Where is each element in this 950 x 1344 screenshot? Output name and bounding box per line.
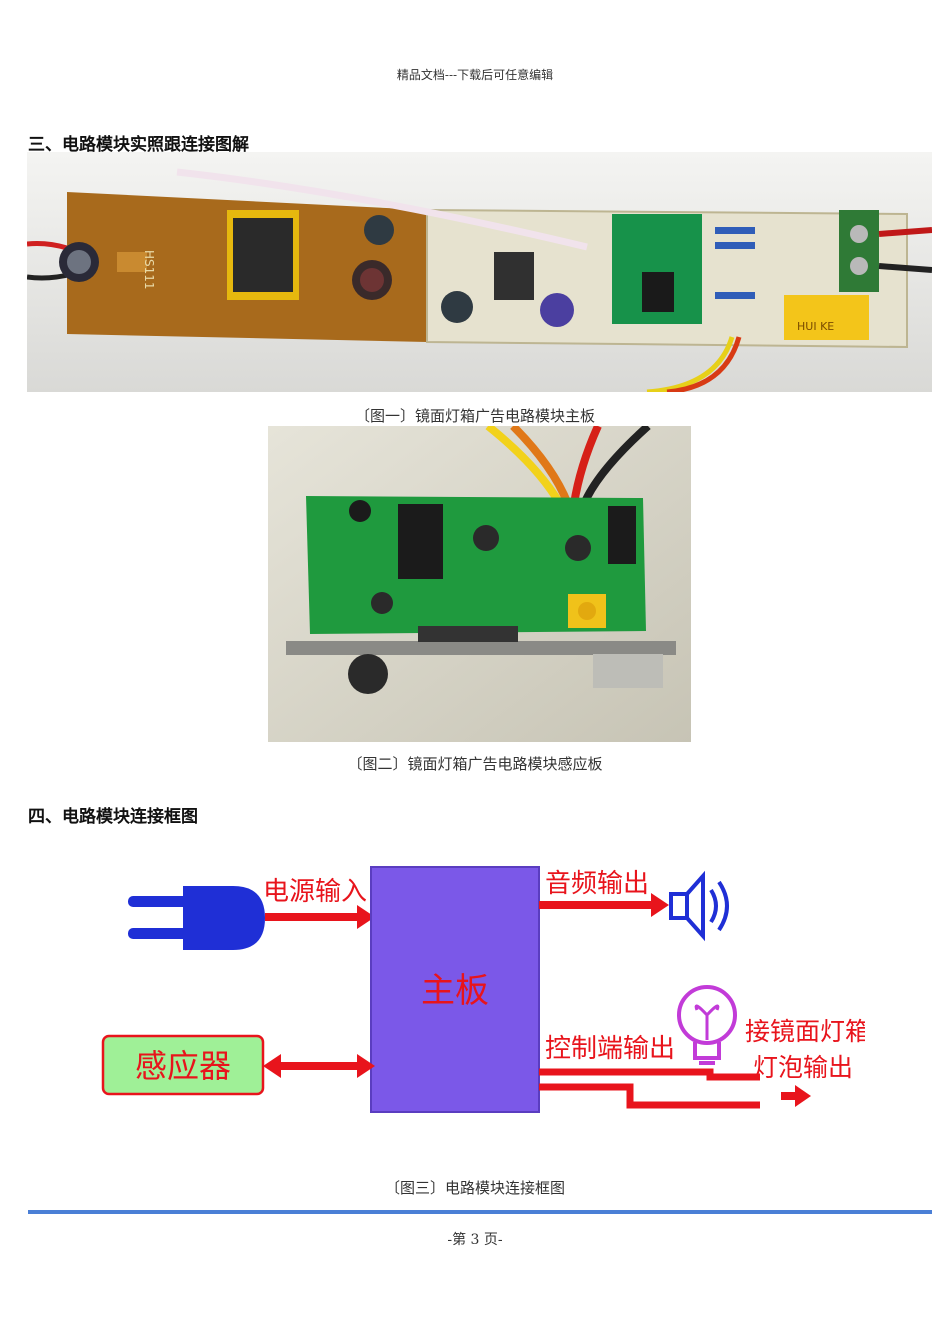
sensor-label: 感应器 bbox=[135, 1047, 231, 1085]
light-bulb-icon bbox=[677, 985, 737, 1065]
sensor-block bbox=[101, 1034, 265, 1096]
footer-divider bbox=[28, 1210, 932, 1214]
power-input-label: 电源输入 bbox=[263, 877, 367, 907]
section-title-3: 三、电路模块实照跟连接图解 bbox=[28, 135, 249, 155]
board-silkscreen-label: HS111 bbox=[142, 250, 156, 290]
block-diagram-svg: 电源输入 主板 音频输出 感应器 控制端输出 bbox=[101, 866, 870, 1113]
figure2-caption: 〔图二〕镜面灯箱广告电路模块感应板 bbox=[347, 755, 603, 773]
mainboard-photo: HS111 HUI KE bbox=[27, 152, 932, 392]
power-plug-icon bbox=[128, 886, 265, 950]
speaker-icon bbox=[669, 870, 729, 942]
sensor-board-photo bbox=[268, 426, 691, 742]
relay-label: HUI KE bbox=[797, 320, 834, 333]
figure3-caption: 〔图三〕电路模块连接框图 bbox=[384, 1179, 565, 1197]
control-wire-lower bbox=[539, 1083, 760, 1109]
mainboard-label: 主板 bbox=[421, 971, 489, 1011]
mainboard-photo-illustration: HS111 HUI KE bbox=[27, 152, 932, 392]
control-output-label: 控制端输出 bbox=[545, 1034, 675, 1064]
page-header: 精品文档---下载后可任意编辑 bbox=[396, 68, 554, 82]
sensor-link-head-left bbox=[263, 1054, 281, 1078]
mainboard-block bbox=[370, 866, 540, 1113]
lamp-output-label-line1: 接镜面灯箱 bbox=[745, 1017, 865, 1046]
lamp-arrow-head bbox=[795, 1085, 811, 1107]
power-arrow-head bbox=[357, 905, 375, 929]
sensor-link-head-right bbox=[357, 1054, 375, 1078]
audio-arrow-head bbox=[651, 893, 669, 917]
figure1-caption: 〔图一〕镜面灯箱广告电路模块主板 bbox=[354, 407, 595, 425]
lamp-output-label-line2: 灯泡输出 bbox=[753, 1053, 853, 1082]
connection-block-diagram: 电源输入 主板 音频输出 感应器 控制端输出 bbox=[95, 850, 870, 1130]
section-title-4: 四、电路模块连接框图 bbox=[28, 807, 198, 827]
sensor-board-photo-illustration bbox=[268, 426, 691, 742]
control-wire-upper bbox=[539, 1068, 760, 1081]
audio-output-label: 音频输出 bbox=[545, 869, 649, 899]
page-number: -第 3 页- bbox=[447, 1232, 503, 1248]
